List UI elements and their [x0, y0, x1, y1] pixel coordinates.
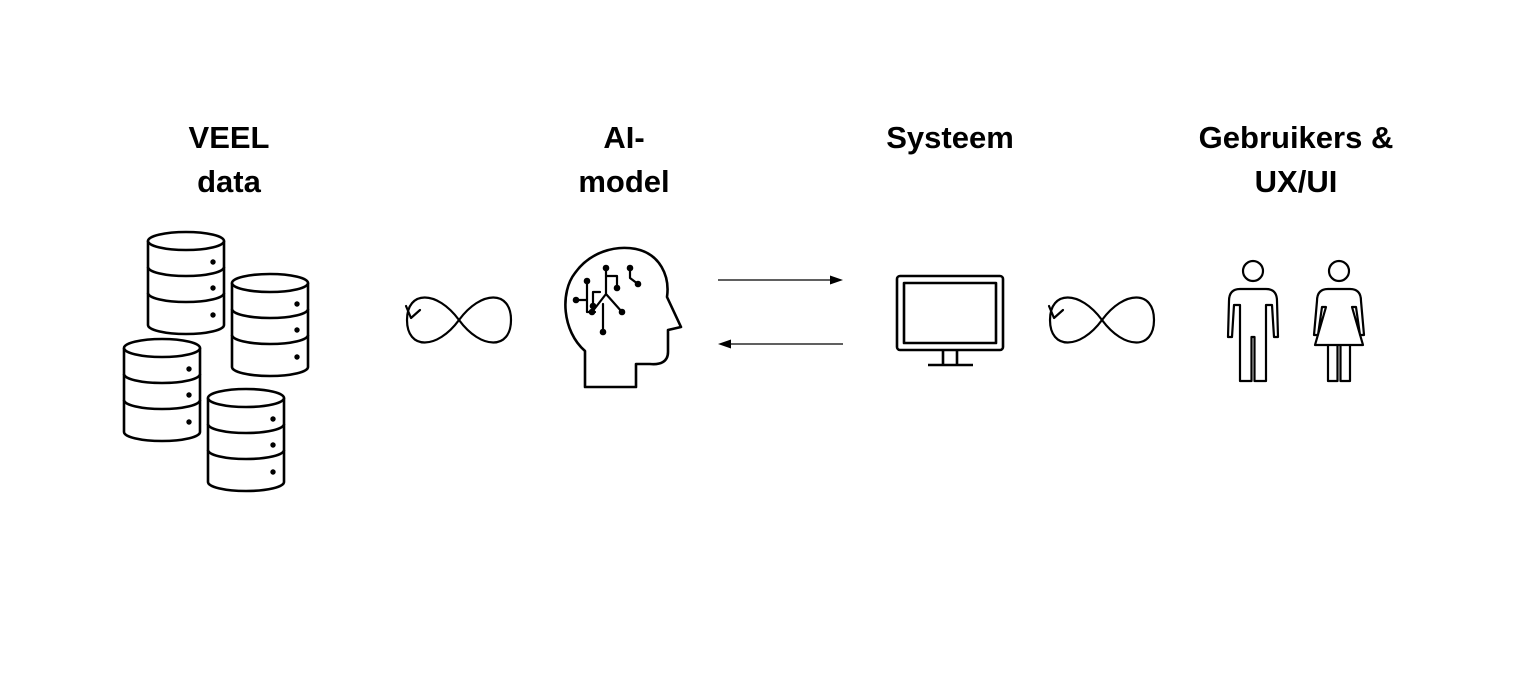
ai-brain-head-icon	[564, 246, 683, 389]
label-gebruikers-ux-ui: Gebruikers & UX/UI	[1199, 116, 1394, 204]
infinity-loop-icon	[404, 296, 513, 344]
label-line: AI-	[603, 120, 645, 155]
label-line: UX/UI	[1254, 164, 1338, 199]
infinity-loop-icon	[1047, 296, 1156, 344]
label-line: Systeem	[886, 120, 1014, 155]
label-ai-model: AI- model	[578, 116, 669, 204]
label-line: VEEL	[188, 120, 270, 155]
database-icon	[206, 387, 286, 493]
label-line: model	[578, 164, 670, 199]
man-woman-users-icon	[1226, 259, 1366, 383]
label-veel-data: VEEL data	[189, 116, 270, 204]
database-icon	[122, 337, 202, 443]
label-line: data	[197, 164, 261, 199]
arrow-right	[718, 275, 843, 285]
database-icon	[230, 272, 310, 378]
database-stack-icon	[122, 230, 310, 493]
database-icon	[146, 230, 226, 336]
computer-monitor-icon	[895, 274, 1005, 367]
woman-icon	[1312, 259, 1366, 383]
label-line: Gebruikers &	[1198, 120, 1394, 155]
man-icon	[1226, 259, 1280, 383]
label-systeem: Systeem	[886, 116, 1014, 160]
arrow-left	[718, 339, 843, 349]
